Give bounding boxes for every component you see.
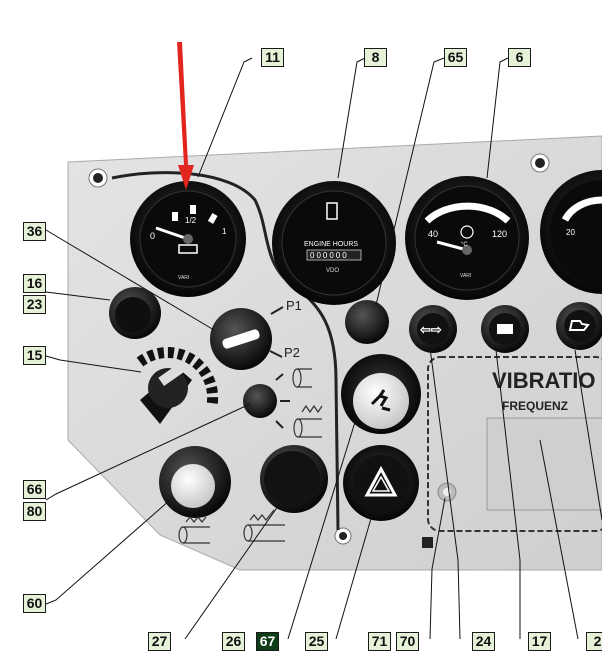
callout-27: 27 [148,632,171,651]
connector-port [422,537,433,548]
callout-65: 65 [444,48,467,67]
callout-70: 70 [396,632,419,651]
screw-hole-icon [88,168,108,188]
small-knob-66 [243,368,323,438]
svg-text:1: 1 [222,227,227,236]
callout-16: 16 [23,274,46,293]
svg-text:000000: 000000 [310,251,349,260]
large-knob-60 [159,446,231,544]
turn-signal-lamp: ⇦⇨ [409,305,457,353]
screw-hole-icon [530,153,550,173]
callout-80: 80 [23,502,46,521]
oil-pressure-lamp [556,302,602,350]
round-push-button-16 [109,287,161,339]
svg-text:°C: °C [461,242,468,248]
callout-11: 11 [261,48,284,67]
large-black-knob [243,445,328,542]
svg-text:120: 120 [492,229,507,239]
svg-text:ENGINE HOURS: ENGINE HOURS [304,241,358,248]
screw-hole-icon [334,527,352,545]
callout-66: 66 [23,480,46,499]
display-frame [427,356,602,532]
callout-17: 17 [528,632,551,651]
engine-hours-gauge: ENGINE HOURS 000000 VDO [272,181,396,305]
small-button-65 [345,300,389,344]
temperature-gauge: 40 120 °C VARI [405,176,529,300]
callout-23: 23 [23,295,46,314]
svg-text:1/2: 1/2 [185,216,197,225]
callout-24: 24 [472,632,495,651]
callout-6: 6 [508,48,531,67]
svg-text:0: 0 [150,231,155,241]
svg-text:20: 20 [566,228,575,237]
small-indicator-lamp [437,482,457,502]
callout-8: 8 [364,48,387,67]
svg-text:⇦⇨: ⇦⇨ [419,322,442,337]
switch-label-p1: P1 [286,298,302,313]
fuel-gauge: 0 1/2 1 VARI [130,181,246,297]
start-button [341,354,421,434]
callout-25: 25 [305,632,328,651]
callout-67: 67 [256,632,279,651]
red-pointer-arrow [177,42,194,190]
switch-label-p2: P2 [284,345,300,360]
throttle-dial-15 [136,347,219,424]
partial-gauge: 20 [540,170,602,294]
selector-switch-36: P1 P2 [210,298,302,370]
leader-lines [45,57,602,640]
callout-15: 15 [23,346,46,365]
svg-text:VARI: VARI [178,275,189,281]
callout-2: 2 [586,632,602,651]
callout-26: 26 [222,632,245,651]
callout-36: 36 [23,222,46,241]
svg-text:40: 40 [428,229,438,239]
display-subtitle: FREQUENZ [502,399,568,413]
hazard-button [343,445,419,521]
callout-60: 60 [23,594,46,613]
battery-lamp [481,305,529,353]
callout-71: 71 [368,632,391,651]
svg-text:VARI: VARI [460,273,471,279]
svg-text:VDO: VDO [326,268,339,274]
